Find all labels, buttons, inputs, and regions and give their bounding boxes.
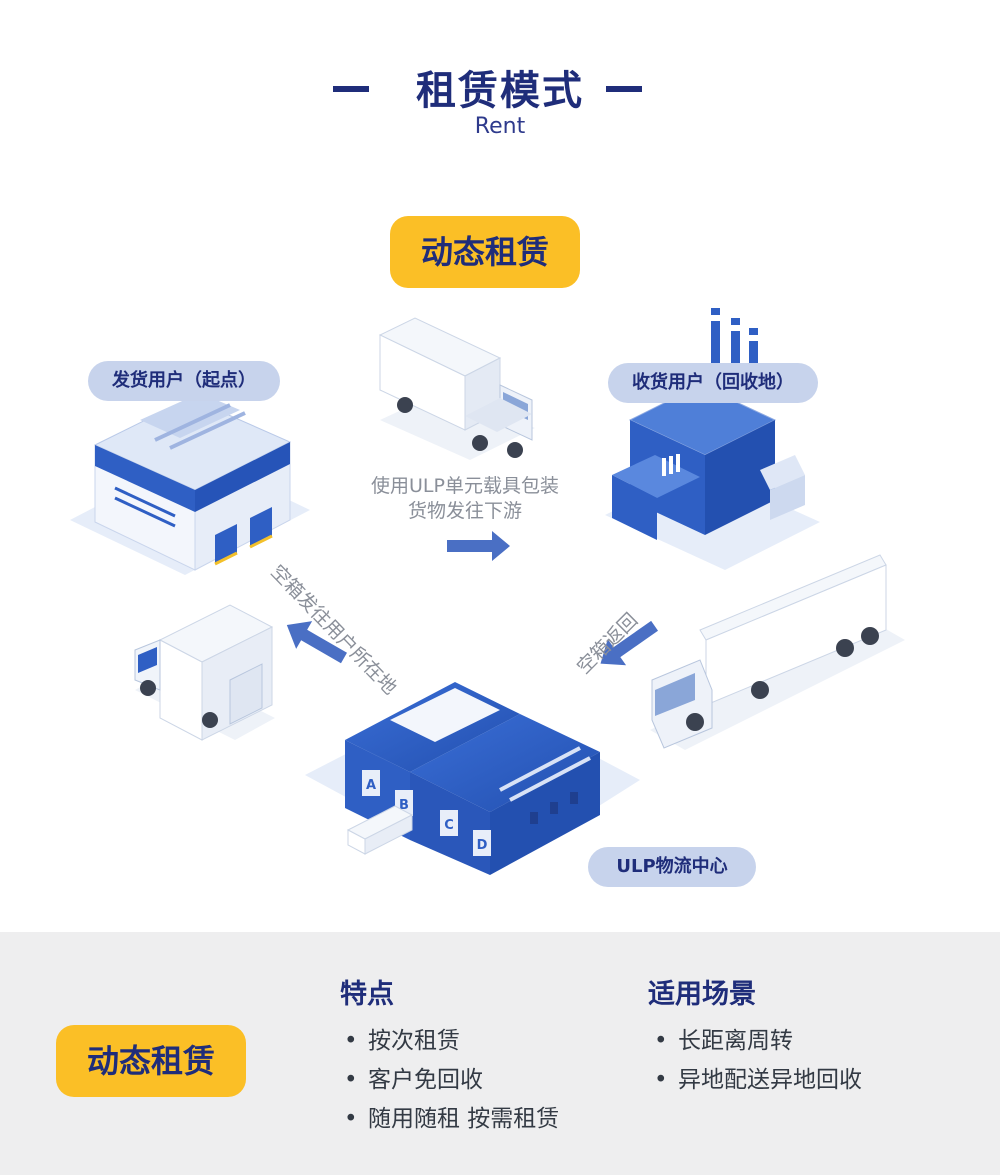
door-label: D — [477, 838, 488, 853]
scenarios-heading: 适用场景 — [648, 972, 756, 1011]
ship-flow-line1: 使用ULP单元载具包装 — [355, 474, 575, 499]
door-label: A — [366, 778, 376, 793]
ulp-center-warehouse-icon: A B C D — [305, 682, 640, 875]
feature-item: 按次租赁 — [340, 1022, 559, 1061]
receiver-label: 收货用户（回收地） — [608, 363, 818, 403]
scenario-item: 异地配送异地回收 — [650, 1061, 862, 1100]
receiver-factory-icon — [605, 308, 820, 570]
feature-item: 客户免回收 — [340, 1061, 559, 1100]
scenario-item: 长距离周转 — [650, 1022, 862, 1061]
arrow-right-icon — [447, 531, 510, 561]
rental-flow-diagram: A B C D — [0, 0, 1000, 930]
shipper-label: 发货用户（起点） — [88, 361, 280, 401]
features-list: 按次租赁 客户免回收 随用随租 按需租赁 — [340, 1022, 559, 1139]
small-truck-icon — [135, 605, 275, 740]
center-label: ULP物流中心 — [588, 847, 756, 887]
semi-truck-icon — [650, 555, 905, 750]
ship-flow-line2: 货物发往下游 — [355, 499, 575, 524]
ship-flow-text: 使用ULP单元载具包装 货物发往下游 — [355, 474, 575, 524]
feature-item: 随用随租 按需租赁 — [340, 1100, 559, 1139]
summary-badge: 动态租赁 — [56, 1025, 246, 1097]
features-heading: 特点 — [340, 972, 394, 1011]
door-label: C — [444, 818, 454, 833]
scenarios-list: 长距离周转 异地配送异地回收 — [650, 1022, 862, 1100]
box-truck-icon — [380, 318, 535, 460]
shipper-warehouse-icon — [70, 393, 310, 575]
